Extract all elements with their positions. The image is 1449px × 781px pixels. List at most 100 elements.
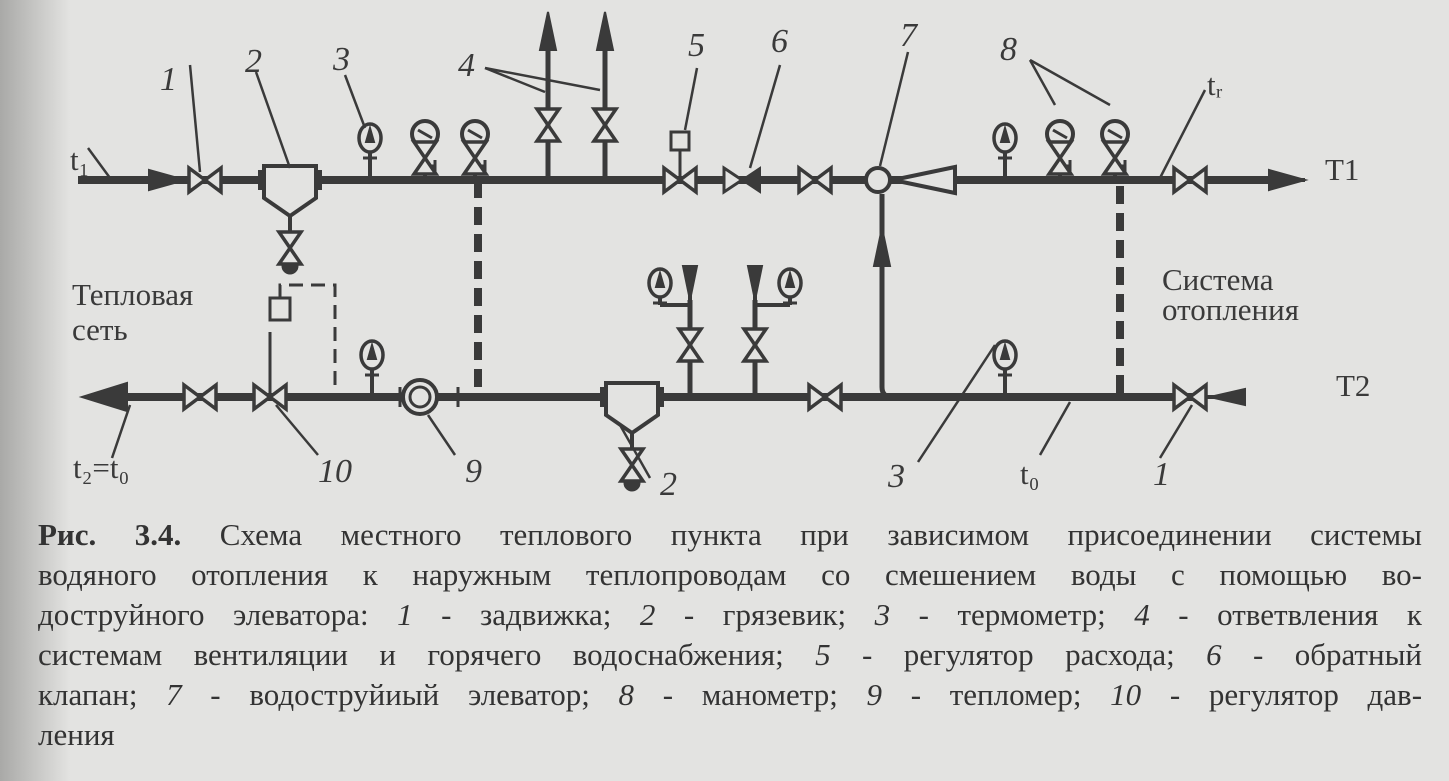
impulse-line-dashed [278,283,337,397]
label-heat-network-2: сеть [72,312,128,347]
thermometer-icon [777,267,803,305]
label-T1: T1 [1325,152,1359,187]
valve-outline [252,381,273,413]
manometer-needle [417,128,433,140]
valve-wing [740,341,770,363]
check-valve-6-icon [722,165,761,195]
thermometer-needle [654,269,666,288]
valve-wing [275,230,305,252]
valve-outline [197,381,218,413]
caption-text: - термометр; [890,597,1135,632]
thermometer-icon [647,267,673,305]
branch-arrow-icon [595,11,615,51]
branch-valve-icon [740,327,770,363]
caption-text: - тепломер; [882,677,1111,712]
figure-number: Рис. 3.4. [38,517,182,552]
thermometer-needle [364,124,376,143]
valve-wing [590,121,620,143]
callout-leader-line [275,404,319,456]
legend-number: 8 [618,677,635,712]
manometer-needle [1107,128,1123,140]
mud-trap-body [604,381,660,436]
supply-inlet-arrow-icon [148,168,189,192]
callout-leader-line [254,71,292,169]
caption-text: - задвижка; [412,597,640,632]
valve-outline [1172,381,1193,413]
drain-valve-icon [275,230,305,266]
callout-3-top: 3 [332,41,350,78]
label-heating-system-2: отопления [1162,292,1299,327]
valve-outline [822,381,843,413]
valve-outline [1172,164,1193,196]
caption-text: доструйного элеватора: [38,597,398,632]
valve-wing [410,154,440,176]
mud-trap-2-icon [258,164,322,275]
caption-text: - регулятор дав- [1141,677,1423,712]
branch-arrow-icon [538,11,558,51]
label-tr: tᵣ [1207,67,1223,102]
valve-outline [677,164,698,196]
caption-text: клапан; [38,677,167,712]
callout-leader-line [1158,404,1194,459]
caption-line: Рис. 3.4. Схема местного теплового пункт… [38,515,1422,555]
valve-wing [460,140,490,162]
callout-9: 9 [465,453,482,490]
callout-7: 7 [900,17,919,54]
legend-number: 5 [815,637,831,672]
callout-leader-line [878,51,910,167]
supply-outlet-arrow-icon [1268,168,1309,192]
check-wing [722,165,745,195]
valve-wing [1045,154,1075,176]
gate-valve-icon [807,381,843,413]
callout-leader-line [1038,401,1072,456]
thermometer-needle [784,269,796,288]
manometer-valve-icon [1100,140,1130,176]
thermometer-needle [366,341,378,360]
valve-outline [797,164,818,196]
caption-text: ления [38,717,115,752]
callout-leader-line [618,424,652,479]
valve-outline [1187,164,1208,196]
branch-valve-icon [590,107,620,143]
caption-text: водяного отопления к наружным теплопрово… [38,557,1422,592]
valve-outline [1187,381,1208,413]
valve-wing [1045,140,1075,162]
valve-wing [675,327,705,349]
callout-1-bottom: 1 [1153,456,1170,493]
caption-text: - обратный [1221,637,1422,672]
callout-leader-line [748,64,782,169]
heat-meter-outer [401,378,439,416]
valve-outline [202,164,223,196]
label-t1: t₁ [70,142,89,177]
thermometer-needle [999,341,1011,360]
branch-arrow-icon [746,265,764,301]
valve-outline [812,164,833,196]
callout-leader-line [1029,58,1111,107]
gate-valve-1-icon [1172,381,1208,413]
caption-text: - ответвления к [1149,597,1422,632]
pressure-regulator-10-icon [252,381,288,413]
valve-wing [533,107,563,129]
gate-valve-icon [797,164,833,196]
callout-3-bottom: 3 [887,458,905,495]
thermometer-icon [359,339,385,397]
return-inlet-arrow-icon [1209,387,1246,407]
callout-leader-line [683,67,699,131]
branch-arrow-icon [681,265,699,301]
legend-number: 3 [874,597,891,632]
valve-wing [1100,140,1130,162]
valve-wing [617,461,647,483]
caption-text: - грязевик; [655,597,875,632]
caption-line: системам вентиляции и горячего водоснабж… [38,635,1422,675]
caption-line: доструйного элеватора: 1 - задвижка; 2 -… [38,595,1422,635]
caption-text: системам вентиляции и горячего водоснабж… [38,637,816,672]
valve-outline [662,164,683,196]
heat-meter-inner [408,385,432,409]
thermometer-needle [999,124,1011,143]
callout-10: 10 [318,453,352,490]
valve-wing [675,341,705,363]
gate-valve-1-icon [1172,164,1208,196]
check-wing [740,166,761,194]
callout-leader-line [188,64,202,173]
branch-valve-icon [533,107,563,143]
